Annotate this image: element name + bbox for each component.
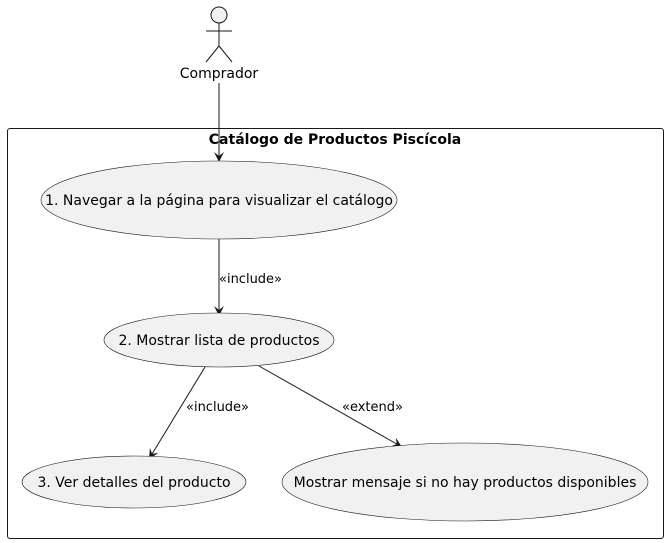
use-case-4-shape [281,442,649,522]
include-arrow-uc2-uc3 [148,366,206,460]
use-case-4-label: Mostrar mensaje si no hay productos disp… [294,475,637,491]
system-frame [7,128,664,539]
use-case-1-label: 1. Navegar a la página para visualizar e… [45,193,393,209]
actor-right-leg [218,45,233,63]
use-case-2-label: 2. Mostrar lista de productos [118,333,319,349]
extend-arrow-uc2-uc4 [258,365,403,448]
use-case-1: 1. Navegar a la página para visualizar e… [40,160,398,240]
use-case-3-shape [21,455,247,509]
relations: «include» «include» «extend» [148,83,403,460]
use-case-3: 3. Ver detalles del producto [21,455,247,509]
extend-label-1: «extend» [342,400,403,415]
use-case-2-shape [103,312,335,368]
use-case-3-label: 3. Ver detalles del producto [37,475,230,491]
use-case-2: 2. Mostrar lista de productos [103,312,335,368]
include-label-1: «include» [219,272,282,287]
use-case-1-shape [40,160,398,240]
use-case-4: Mostrar mensaje si no hay productos disp… [281,442,649,522]
actor-comprador: Comprador [180,6,259,82]
actor-left-leg [205,45,220,63]
system-title: Catálogo de Productos Piscícola [209,132,461,148]
actor-head [210,6,228,24]
actor-name: Comprador [180,66,259,82]
include-label-2: «include» [186,400,249,415]
system-boundary: Catálogo de Productos Piscícola [7,128,664,539]
